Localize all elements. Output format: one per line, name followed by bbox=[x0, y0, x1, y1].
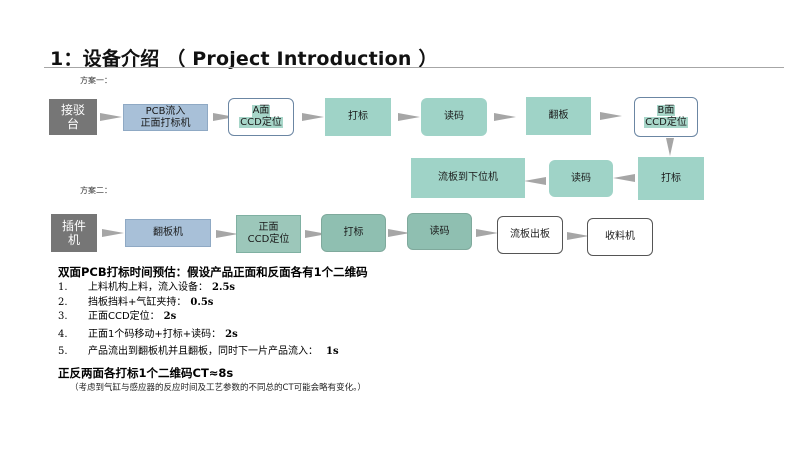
plan2-step-board-out: 流板出板 bbox=[497, 216, 563, 254]
step-line: CCD定位 bbox=[247, 234, 290, 245]
item-label: 上料机构上料，流入设备： bbox=[88, 282, 208, 293]
arrow-left-icon bbox=[524, 177, 546, 185]
item-number: 1. bbox=[58, 282, 68, 293]
item-number: 3. bbox=[58, 311, 68, 322]
item-value: 0.5s bbox=[190, 296, 214, 308]
arrow-right-icon bbox=[213, 113, 235, 121]
title-divider bbox=[44, 67, 784, 68]
plan1-step-read-1: 读码 bbox=[421, 98, 487, 136]
step-line: 打标 bbox=[343, 227, 364, 238]
item-label: 产品流出到翻板机并且翻板，同时下一片产品流入： bbox=[88, 346, 318, 357]
step-line: CCD定位 bbox=[239, 117, 283, 128]
timing-item: 3. 正面CCD定位： 2s bbox=[58, 310, 339, 325]
plan1-label: 方案一： bbox=[80, 76, 112, 85]
item-label: 正面1个码移动+打标+读码： bbox=[88, 328, 222, 340]
step-line: 正面 bbox=[258, 222, 279, 233]
step-line: A面 bbox=[251, 105, 271, 117]
step-line: 正面打标机 bbox=[140, 117, 191, 129]
item-number: 5. bbox=[58, 346, 68, 357]
item-value: 1s bbox=[326, 346, 339, 357]
arrow-right-icon bbox=[100, 113, 122, 121]
arrow-right-icon bbox=[102, 229, 124, 237]
step-line: PCB流入 bbox=[145, 105, 186, 117]
step-line: 读码 bbox=[444, 111, 464, 122]
item-number: 4. bbox=[58, 328, 68, 340]
plan1-step-flip: 翻板 bbox=[526, 97, 591, 135]
step-line: 读码 bbox=[429, 225, 450, 237]
arrow-right-icon bbox=[600, 112, 622, 120]
arrow-left-icon bbox=[613, 174, 635, 182]
step-line: 翻板机 bbox=[153, 227, 183, 238]
arrow-right-icon bbox=[216, 230, 238, 238]
ct-summary: 正反两面各打标1个二维码CT≈8s bbox=[58, 366, 234, 380]
arrow-right-icon bbox=[567, 232, 589, 240]
item-label: 正面CCD定位： bbox=[88, 311, 160, 322]
plan1-step-mark-1: 打标 bbox=[325, 98, 391, 136]
step-line: 翻板 bbox=[548, 110, 569, 121]
plan2-step-insertion-machine: 插件机 bbox=[51, 214, 97, 252]
page-title: 1：设备介绍 （ Project Introduction ） bbox=[50, 48, 438, 70]
item-label: 挡板挡料+气缸夹持： bbox=[88, 296, 187, 308]
item-value: 2.5s bbox=[212, 282, 236, 293]
plan2-step-receiver: 收料机 bbox=[587, 218, 653, 256]
plan2-step-flip-machine: 翻板机 bbox=[125, 219, 211, 247]
step-line: 流板出板 bbox=[510, 229, 550, 240]
step-line: B面 bbox=[656, 105, 676, 116]
plan1-step-docking-station: 接驳台 bbox=[49, 99, 97, 135]
timing-item: 5. 产品流出到翻板机并且翻板，同时下一片产品流入： 1s bbox=[58, 345, 339, 360]
arrow-right-icon bbox=[305, 230, 327, 238]
plan1-step-flow-to-next-machine: 流板到下位机 bbox=[411, 158, 525, 198]
plan2-step-mark: 打标 bbox=[321, 214, 386, 252]
step-line: CCD定位 bbox=[644, 117, 688, 128]
arrow-down-icon bbox=[666, 138, 674, 156]
step-line: 收料机 bbox=[605, 231, 635, 242]
item-value: 2s bbox=[225, 328, 238, 340]
arrow-right-icon bbox=[302, 113, 324, 121]
item-value: 2s bbox=[163, 311, 177, 322]
step-line: 台 bbox=[66, 117, 79, 131]
arrow-right-icon bbox=[494, 113, 516, 121]
arrow-right-icon bbox=[476, 229, 498, 237]
timing-item: 2. 挡板挡料+气缸夹持： 0.5s bbox=[58, 296, 339, 311]
plan1-step-pcb-inflow: PCB流入正面打标机 bbox=[123, 104, 208, 131]
step-line: 机 bbox=[67, 233, 80, 247]
step-line: 插件 bbox=[61, 219, 86, 233]
timing-item: 1. 上料机构上料，流入设备： 2.5s bbox=[58, 281, 339, 296]
timing-heading: 双面PCB打标时间预估：假设产品正面和反面各有1个二维码 bbox=[58, 265, 368, 279]
step-line: 读码 bbox=[571, 172, 591, 184]
item-number: 2. bbox=[58, 296, 68, 308]
plan2-step-read: 读码 bbox=[407, 213, 472, 250]
arrow-right-icon bbox=[398, 113, 420, 121]
ct-note: （考虑到气缸与感应器的反应时间及工艺参数的不同总的CT可能会略有变化。） bbox=[70, 383, 366, 393]
step-line: 流板到下位机 bbox=[438, 172, 498, 183]
timing-item: 4. 正面1个码移动+打标+读码： 2s bbox=[58, 328, 339, 343]
arrow-right-icon bbox=[388, 229, 410, 237]
plan1-step-mark-2: 打标 bbox=[638, 157, 704, 200]
step-line: 打标 bbox=[661, 172, 681, 184]
step-line: 打标 bbox=[348, 111, 368, 122]
plan1-step-read-2: 读码 bbox=[549, 160, 613, 197]
plan2-label: 方案二： bbox=[80, 186, 112, 195]
step-line: 接驳 bbox=[60, 103, 85, 117]
timing-list: 1. 上料机构上料，流入设备： 2.5s 2. 挡板挡料+气缸夹持： 0.5s … bbox=[58, 281, 339, 360]
